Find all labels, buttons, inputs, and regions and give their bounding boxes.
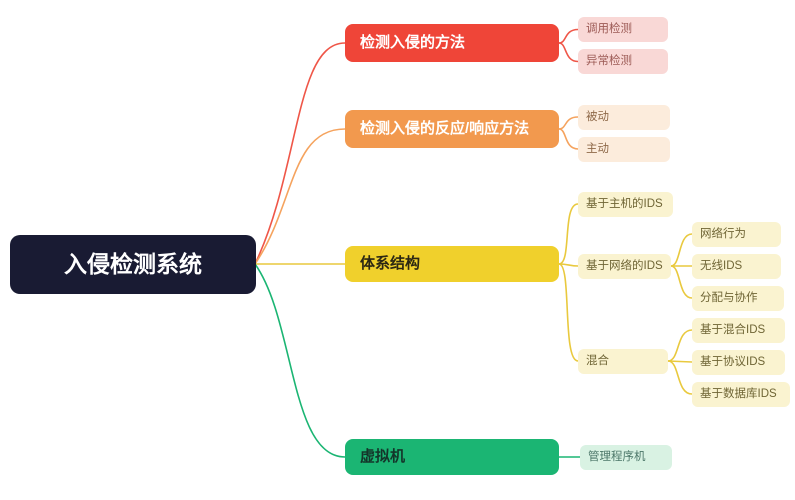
node-network-based-ids[interactable]: 基于网络的IDS bbox=[578, 254, 671, 279]
node-passive[interactable]: 被动 bbox=[578, 105, 670, 130]
node-virtual-machine[interactable]: 虚拟机 bbox=[345, 439, 559, 475]
node-distribution-cooperation[interactable]: 分配与协作 bbox=[692, 286, 784, 311]
node-hybrid[interactable]: 混合 bbox=[578, 349, 668, 374]
connector-architecture-to-network-ids bbox=[558, 263, 579, 267]
connector-detection-to-call bbox=[558, 28, 579, 44]
node-database-based-ids[interactable]: 基于数据库IDS bbox=[692, 382, 790, 407]
node-response-methods[interactable]: 检测入侵的反应/响应方法 bbox=[345, 110, 559, 148]
connector-hybrid-to-hybrid-ids bbox=[667, 329, 693, 362]
node-protocol-based-ids[interactable]: 基于协议IDS bbox=[692, 350, 785, 375]
node-call-detection[interactable]: 调用检测 bbox=[578, 17, 668, 42]
connector-root-to-detection-methods bbox=[254, 42, 346, 265]
connector-hybrid-to-protocol-ids bbox=[667, 360, 693, 363]
connector-root-to-virtual-machine bbox=[254, 263, 346, 458]
connector-response-to-passive bbox=[558, 116, 579, 130]
node-hybrid-based-ids[interactable]: 基于混合IDS bbox=[692, 318, 785, 343]
node-hypervisor[interactable]: 管理程序机 bbox=[580, 445, 672, 470]
connector-detection-to-anomaly bbox=[558, 42, 579, 63]
connector-network-to-cooperation bbox=[670, 265, 693, 299]
node-anomaly-detection[interactable]: 异常检测 bbox=[578, 49, 668, 74]
node-root-intrusion-detection-system[interactable]: 入侵检测系统 bbox=[10, 235, 256, 294]
node-wireless-ids[interactable]: 无线IDS bbox=[692, 254, 781, 279]
node-host-based-ids[interactable]: 基于主机的IDS bbox=[578, 192, 673, 217]
connector-architecture-to-host-ids bbox=[558, 203, 579, 265]
node-detection-methods[interactable]: 检测入侵的方法 bbox=[345, 24, 559, 62]
connector-hybrid-to-database-ids bbox=[667, 360, 693, 395]
connector-root-to-response-methods bbox=[254, 128, 346, 265]
node-active[interactable]: 主动 bbox=[578, 137, 670, 162]
node-architecture[interactable]: 体系结构 bbox=[345, 246, 559, 282]
connector-network-to-behavior bbox=[670, 233, 693, 267]
connector-response-to-active bbox=[558, 128, 579, 150]
node-network-behavior[interactable]: 网络行为 bbox=[692, 222, 781, 247]
connector-architecture-to-hybrid bbox=[558, 263, 579, 362]
